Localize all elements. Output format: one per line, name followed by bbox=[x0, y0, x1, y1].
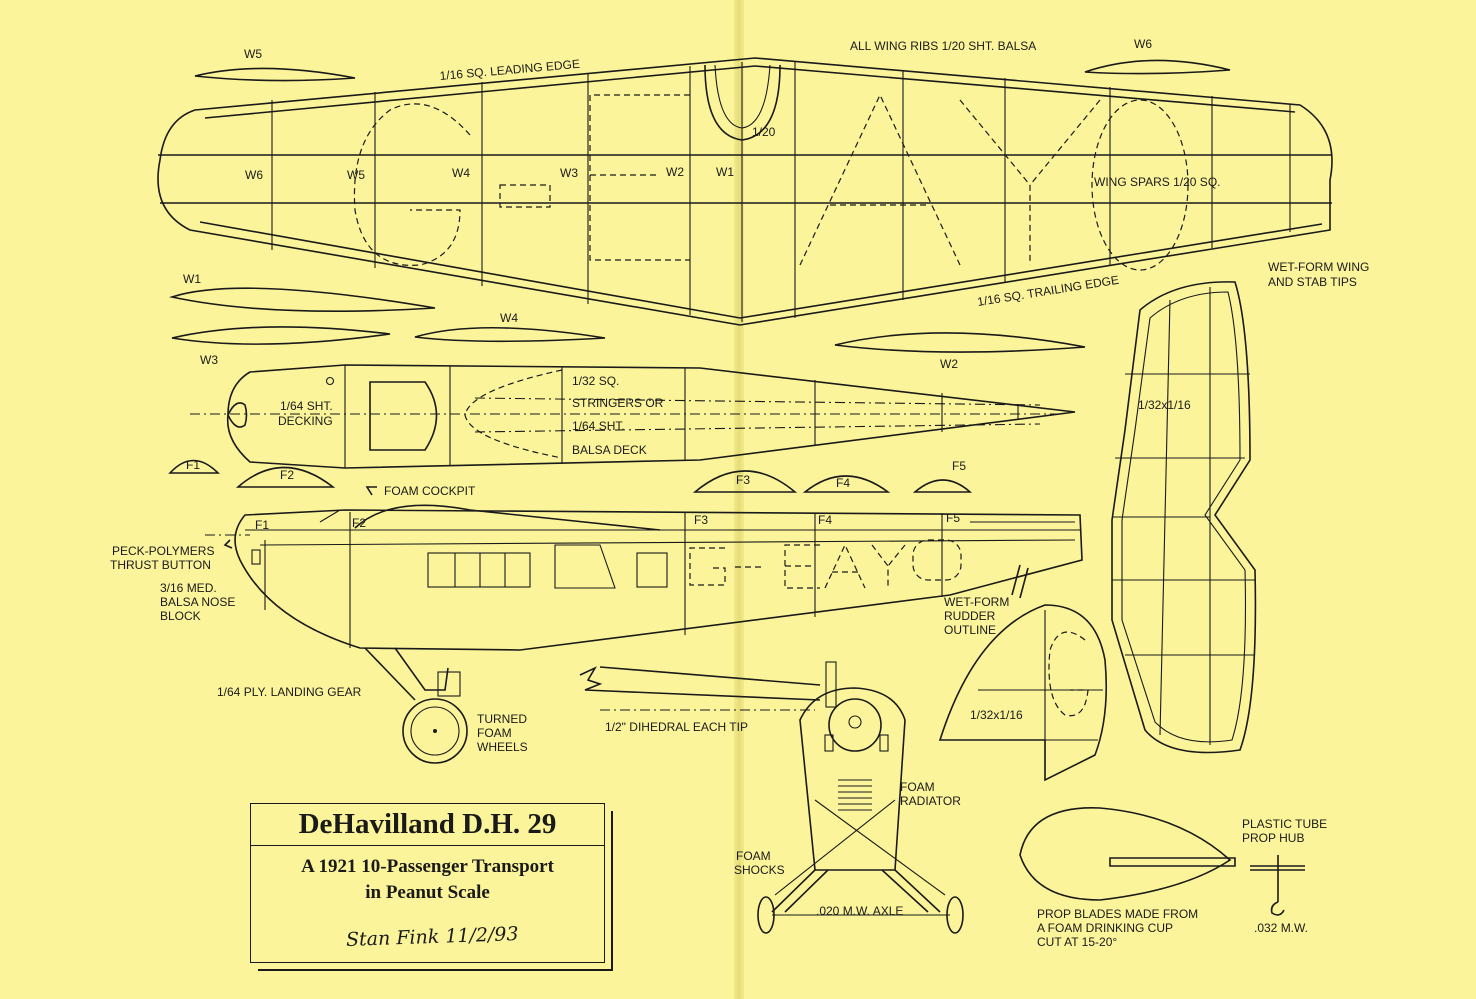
foam-cockpit-arrow bbox=[365, 486, 377, 496]
wheels-label: TURNED bbox=[477, 712, 527, 726]
former-f4-label: F4 bbox=[836, 476, 850, 490]
wing-outline bbox=[157, 57, 1333, 326]
former-f1-label: F1 bbox=[186, 458, 200, 472]
side-f1-label: F1 bbox=[255, 518, 269, 532]
rudder bbox=[938, 604, 1107, 782]
title-block: DeHavilland D.H. 29 A 1921 10-Passenger … bbox=[250, 803, 605, 963]
wing-cutout bbox=[704, 64, 781, 141]
rib-w2-label: W2 bbox=[940, 357, 958, 371]
horizontal-stabilizer: 1/32x1/16 bbox=[1111, 281, 1257, 754]
plan-subtitle-2: in Peanut Scale bbox=[365, 882, 490, 903]
landing-gear-label: 1/64 PLY. LANDING GEAR bbox=[217, 685, 362, 699]
rib-1-20-label: 1/20 bbox=[752, 125, 776, 139]
all-ribs-label: ALL WING RIBS 1/20 SHT. BALSA bbox=[850, 39, 1036, 53]
prop-hub-label-2: PROP HUB bbox=[1242, 831, 1304, 845]
decking-label-2: DECKING bbox=[278, 414, 333, 428]
radiator-label-2: RADIATOR bbox=[900, 794, 961, 808]
propeller-drawing bbox=[1019, 807, 1305, 916]
stab-size-label: 1/32x1/16 bbox=[1138, 398, 1191, 412]
side-f2-label: F2 bbox=[352, 516, 366, 530]
wheels-label-3: WHEELS bbox=[477, 740, 528, 754]
plan-title: DeHavilland D.H. 29 bbox=[298, 808, 557, 840]
front-view bbox=[757, 661, 964, 934]
fuselage-registration-outline bbox=[689, 539, 962, 589]
leading-edge-label: 1/16 SQ. LEADING EDGE bbox=[439, 57, 580, 83]
prop-blades-label-2: A FOAM DRINKING CUP bbox=[1037, 921, 1173, 935]
wing-rib-w3-label: W3 bbox=[560, 166, 578, 180]
prop-blades-label: PROP BLADES MADE FROM bbox=[1037, 907, 1198, 921]
wing-rib-w4-label: W4 bbox=[452, 166, 470, 180]
thrust-button-label: PECK-POLYMERS bbox=[112, 544, 214, 558]
rib-w6-label: W6 bbox=[1134, 37, 1152, 51]
nose-block-label-3: BLOCK bbox=[160, 609, 201, 623]
passenger-windows bbox=[427, 544, 668, 589]
nose-block-label-2: BALSA NOSE bbox=[160, 595, 235, 609]
shocks-label-2: SHOCKS bbox=[734, 863, 785, 877]
former-f2-label: F2 bbox=[280, 468, 294, 482]
wet-form-wing-label-2: AND STAB TIPS bbox=[1268, 275, 1357, 289]
thrust-button-label-2: THRUST BUTTON bbox=[110, 558, 211, 572]
shocks-label: FOAM bbox=[736, 849, 771, 863]
trailing-edge-label: 1/16 SQ. TRAILING EDGE bbox=[976, 273, 1120, 309]
prop-blades-label-3: CUT AT 15-20° bbox=[1037, 935, 1117, 949]
rib-w1-label: W1 bbox=[183, 272, 201, 286]
rib-w4-label: W4 bbox=[500, 311, 518, 325]
dihedral-label: 1/2" DIHEDRAL EACH TIP bbox=[605, 720, 748, 734]
stringers-label-4: BALSA DECK bbox=[572, 443, 647, 457]
nose-block-label: 3/16 MED. bbox=[160, 581, 217, 595]
rudder-size-label: 1/32x1/16 bbox=[970, 708, 1023, 722]
dihedral-wing bbox=[579, 666, 821, 711]
decking-label: 1/64 SHT. bbox=[280, 399, 333, 413]
wet-form-wing-label: WET-FORM WING bbox=[1268, 260, 1369, 274]
prop-hub-label: PLASTIC TUBE bbox=[1242, 817, 1327, 831]
plan-subtitle: A 1921 10-Passenger Transport bbox=[301, 856, 554, 877]
fuselage-top-view: 1/64 SHT. DECKING 1/32 SQ. STRINGERS OR … bbox=[190, 364, 1076, 469]
stringers-label: 1/32 SQ. bbox=[572, 374, 619, 388]
rudder-outline-label-3: OUTLINE bbox=[944, 623, 996, 637]
rudder-outline-label: WET-FORM bbox=[944, 595, 1009, 609]
stringers-label-2: STRINGERS OR bbox=[572, 396, 664, 410]
wing-rib-w1-label: W1 bbox=[716, 165, 734, 179]
wing-spars-label: WING SPARS 1/20 SQ. bbox=[1094, 175, 1220, 189]
wing-rib-w5-label: W5 bbox=[347, 168, 365, 182]
side-f4-label: F4 bbox=[818, 513, 832, 527]
former-templates: F1 F2 F3 F4 F5 bbox=[168, 458, 973, 493]
foam-cockpit-label: FOAM COCKPIT bbox=[384, 484, 476, 498]
landing-gear-side bbox=[364, 647, 468, 764]
stringers-label-3: 1/64 SHT. bbox=[572, 419, 625, 433]
page-spine bbox=[734, 0, 744, 999]
prop-wire-label: .032 M.W. bbox=[1254, 921, 1308, 935]
wing-rib-w2-label: W2 bbox=[666, 165, 684, 179]
former-f5-label: F5 bbox=[952, 459, 966, 473]
wing-rib-w6-label: W6 bbox=[245, 168, 263, 182]
former-f3-label: F3 bbox=[736, 473, 750, 487]
rib-w3-label: W3 bbox=[200, 353, 218, 367]
wheels-label-2: FOAM bbox=[477, 726, 512, 740]
side-f5-label: F5 bbox=[946, 511, 960, 525]
radiator-label: FOAM bbox=[900, 780, 935, 794]
rudder-outline-label-2: RUDDER bbox=[944, 609, 996, 623]
rib-w5-label: W5 bbox=[244, 47, 262, 61]
wing-registration-outline bbox=[353, 93, 1189, 271]
fuselage-side-view: F1 F2 F3 F4 F5 bbox=[205, 504, 1083, 651]
side-f3-label: F3 bbox=[694, 513, 708, 527]
wing-planform: WING SPARS 1/20 SQ. W6 W5 W4 W3 W2 W1 1/… bbox=[157, 57, 1333, 326]
axle-label: .020 M.W. AXLE bbox=[816, 904, 903, 918]
title-divider bbox=[251, 845, 604, 846]
rib-templates: W5 W6 W1 W3 W4 W2 bbox=[168, 37, 1231, 371]
designer-signature: Stan Fink 11/2/93 bbox=[345, 922, 519, 952]
